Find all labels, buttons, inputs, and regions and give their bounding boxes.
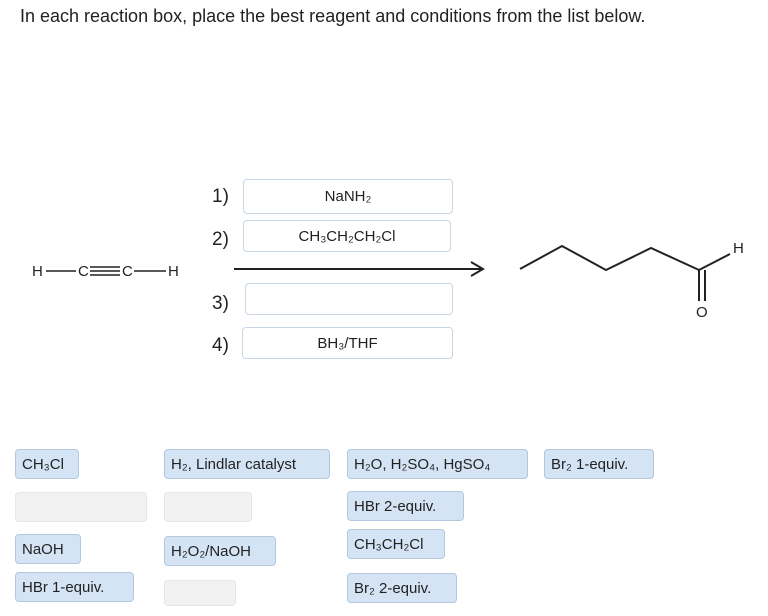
reagent-chip[interactable]: H₂, Lindlar catalyst (164, 449, 330, 479)
instructions-text: In each reaction box, place the best rea… (20, 6, 646, 26)
reaction-box-4[interactable]: BH₃/THF (242, 327, 453, 359)
reagent-chip[interactable]: H₂O, H₂SO₄, HgSO₄ (347, 449, 528, 479)
reagent-chip[interactable]: Br₂ 2-equiv. (347, 573, 457, 603)
pentanal-structure: H O (519, 240, 744, 321)
step-number: 2) (212, 229, 229, 250)
reaction-box-1[interactable]: NaNH₂ (243, 179, 453, 214)
step-number: 4) (212, 335, 229, 356)
empty-slot[interactable] (15, 492, 147, 522)
step-number: 3) (212, 293, 229, 314)
reaction-box-2[interactable]: CH₃CH₂CH₂Cl (243, 220, 451, 252)
reagent-chip[interactable]: Br₂ 1-equiv. (544, 449, 654, 479)
step-number: 1) (212, 186, 229, 207)
atom-h-aldehyde: H (733, 240, 744, 257)
reagent-chip[interactable]: CH₃CH₂Cl (347, 529, 445, 559)
atom-c-right: C (122, 263, 133, 280)
empty-slot[interactable] (164, 492, 252, 522)
empty-slot[interactable] (164, 580, 236, 606)
reagent-chip[interactable]: CH₃Cl (15, 449, 79, 479)
carbon-chain (519, 244, 700, 272)
ethyne-structure: H C C H (32, 263, 179, 280)
atom-h-left: H (32, 263, 43, 280)
reaction-box-3[interactable] (245, 283, 453, 315)
atom-h-right: H (168, 263, 179, 280)
reagent-chip[interactable]: H₂O₂/NaOH (164, 536, 276, 566)
reaction-arrow (234, 261, 485, 277)
atom-c-left: C (78, 263, 89, 280)
atom-o: O (696, 304, 708, 321)
aldehyde-c-h-bond (698, 253, 731, 271)
reagent-chip[interactable]: HBr 2-equiv. (347, 491, 464, 521)
reagent-chip[interactable]: HBr 1-equiv. (15, 572, 134, 602)
reagent-chip[interactable]: NaOH (15, 534, 81, 564)
